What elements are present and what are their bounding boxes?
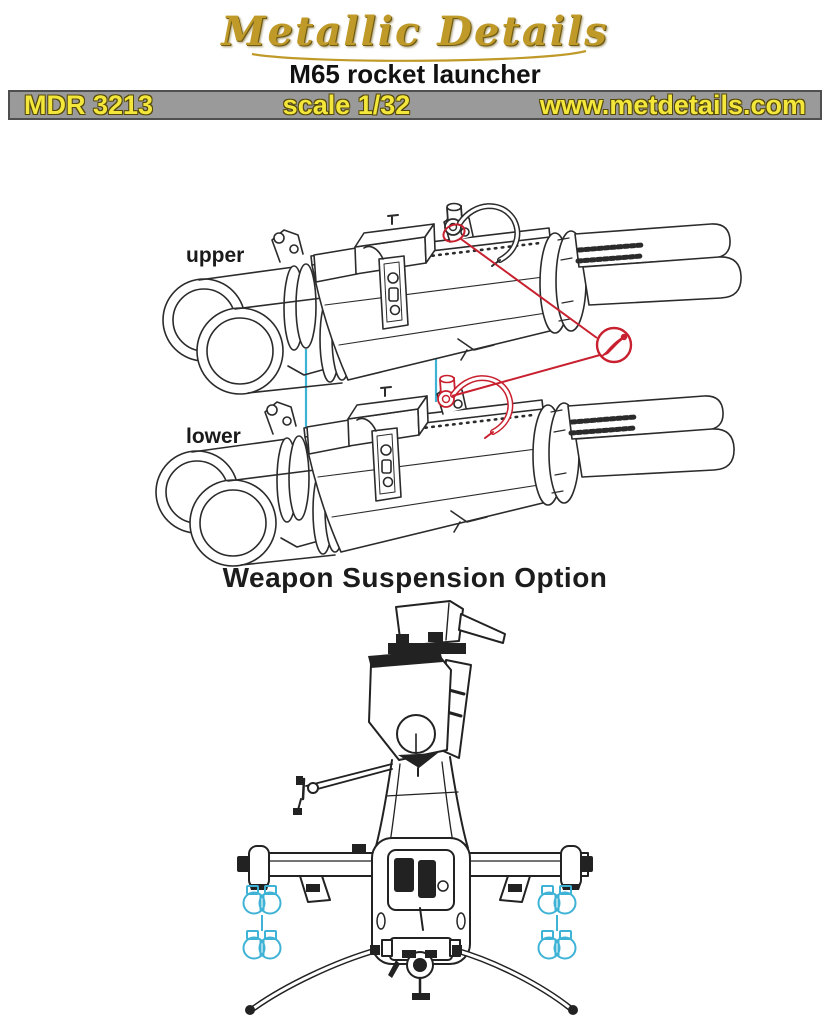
launcher-front-icon <box>242 930 282 960</box>
launcher-assembly-diagram: upper lower <box>0 150 830 570</box>
launcher-front-icon <box>537 885 577 915</box>
lower-launcher-drawing <box>156 376 734 567</box>
logo-flourish <box>251 50 587 62</box>
pitot-probe <box>293 763 393 815</box>
lower-label: lower <box>186 425 241 448</box>
part-indicator-icon <box>595 326 633 364</box>
center-fuselage <box>371 837 471 965</box>
nose-dome <box>396 714 438 777</box>
upper-launcher-drawing <box>163 204 741 395</box>
gun-turret <box>381 937 461 1000</box>
scale-label: scale 1/32 <box>282 90 411 120</box>
brand-logo: Metallic Details <box>221 8 609 55</box>
upper-label: upper <box>186 244 244 267</box>
launcher-position-icons <box>242 885 577 960</box>
helicopter-front-view <box>237 600 593 1015</box>
product-code: MDR 3213 <box>24 90 154 120</box>
page-title: M65 rocket launcher <box>289 59 541 89</box>
section-heading: Weapon Suspension Option <box>222 562 608 593</box>
launcher-front-icon <box>242 885 282 915</box>
mid-fuselage <box>374 756 469 851</box>
red-callout <box>442 223 633 397</box>
landing-skids <box>245 945 578 1015</box>
launcher-front-icon <box>537 930 577 960</box>
website-link: www.metdetails.com <box>539 90 806 120</box>
info-banner: MDR 3213 scale 1/32 www.metdetails.com <box>8 90 822 120</box>
